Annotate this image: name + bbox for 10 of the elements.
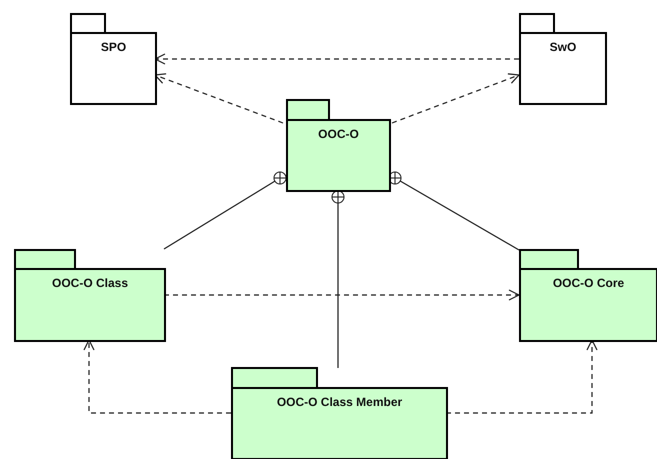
package-name: OOC-O Core <box>552 276 626 290</box>
package-name: SwO <box>548 40 578 54</box>
containment-line <box>164 172 286 250</box>
package-name: OOC-O <box>317 127 360 141</box>
package-name: SPO <box>100 40 128 54</box>
dependency-arrow <box>392 73 520 124</box>
dependency-arrow <box>164 289 520 301</box>
package-name: OOC-O Class <box>50 276 130 290</box>
containment-line <box>332 190 344 368</box>
package-name: OOC-O Class Member <box>276 395 404 409</box>
